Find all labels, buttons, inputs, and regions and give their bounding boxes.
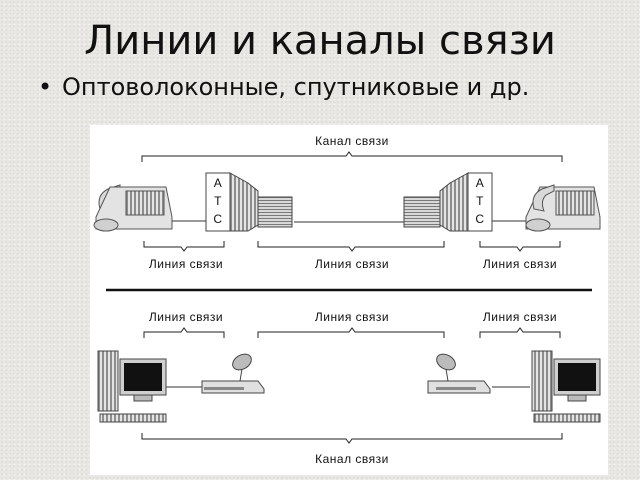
bottom-line-label-1: Линия связи — [149, 310, 223, 324]
top-connection-lines — [172, 220, 527, 223]
top-line-label-2: Линия связи — [315, 257, 389, 271]
exchange-right-letter-3: С — [475, 212, 484, 226]
exchange-left-letter-1: А — [214, 176, 223, 190]
satellite-modem-left-icon — [201, 353, 265, 394]
top-line-label-3: Линия связи — [483, 257, 557, 271]
exchange-right-icon — [403, 172, 493, 232]
telephone-left-icon — [93, 184, 173, 232]
satellite-modem-right-icon — [427, 353, 491, 394]
slide-title: Линии и каналы связи — [84, 18, 556, 64]
bottom-line-label-3: Линия связи — [483, 310, 557, 324]
top-channel-bracket — [141, 151, 563, 162]
communication-diagram: Канал связи А Т С А Т С Ли — [90, 125, 608, 475]
top-channel-label: Канал связи — [315, 134, 389, 148]
exchange-left-icon — [205, 172, 293, 232]
bullet-text: Оптоволоконные, спутниковые и др. — [62, 73, 530, 101]
bottom-line-brackets — [143, 327, 561, 338]
exchange-right-letter-2: Т — [476, 194, 484, 208]
telephone-right-icon — [525, 184, 601, 232]
exchange-right-letter-1: А — [476, 176, 485, 190]
exchange-left-letter-3: С — [213, 212, 222, 226]
computer-left-icon — [97, 350, 167, 423]
computer-right-icon — [531, 350, 601, 423]
bullet-symbol: • — [38, 73, 53, 101]
bottom-line-label-2: Линия связи — [315, 310, 389, 324]
bottom-channel-label: Канал связи — [315, 452, 389, 466]
exchange-left-letter-2: Т — [214, 194, 222, 208]
bottom-channel-bracket — [141, 433, 563, 444]
top-line-label-1: Линия связи — [149, 257, 223, 271]
top-line-brackets — [143, 241, 561, 252]
